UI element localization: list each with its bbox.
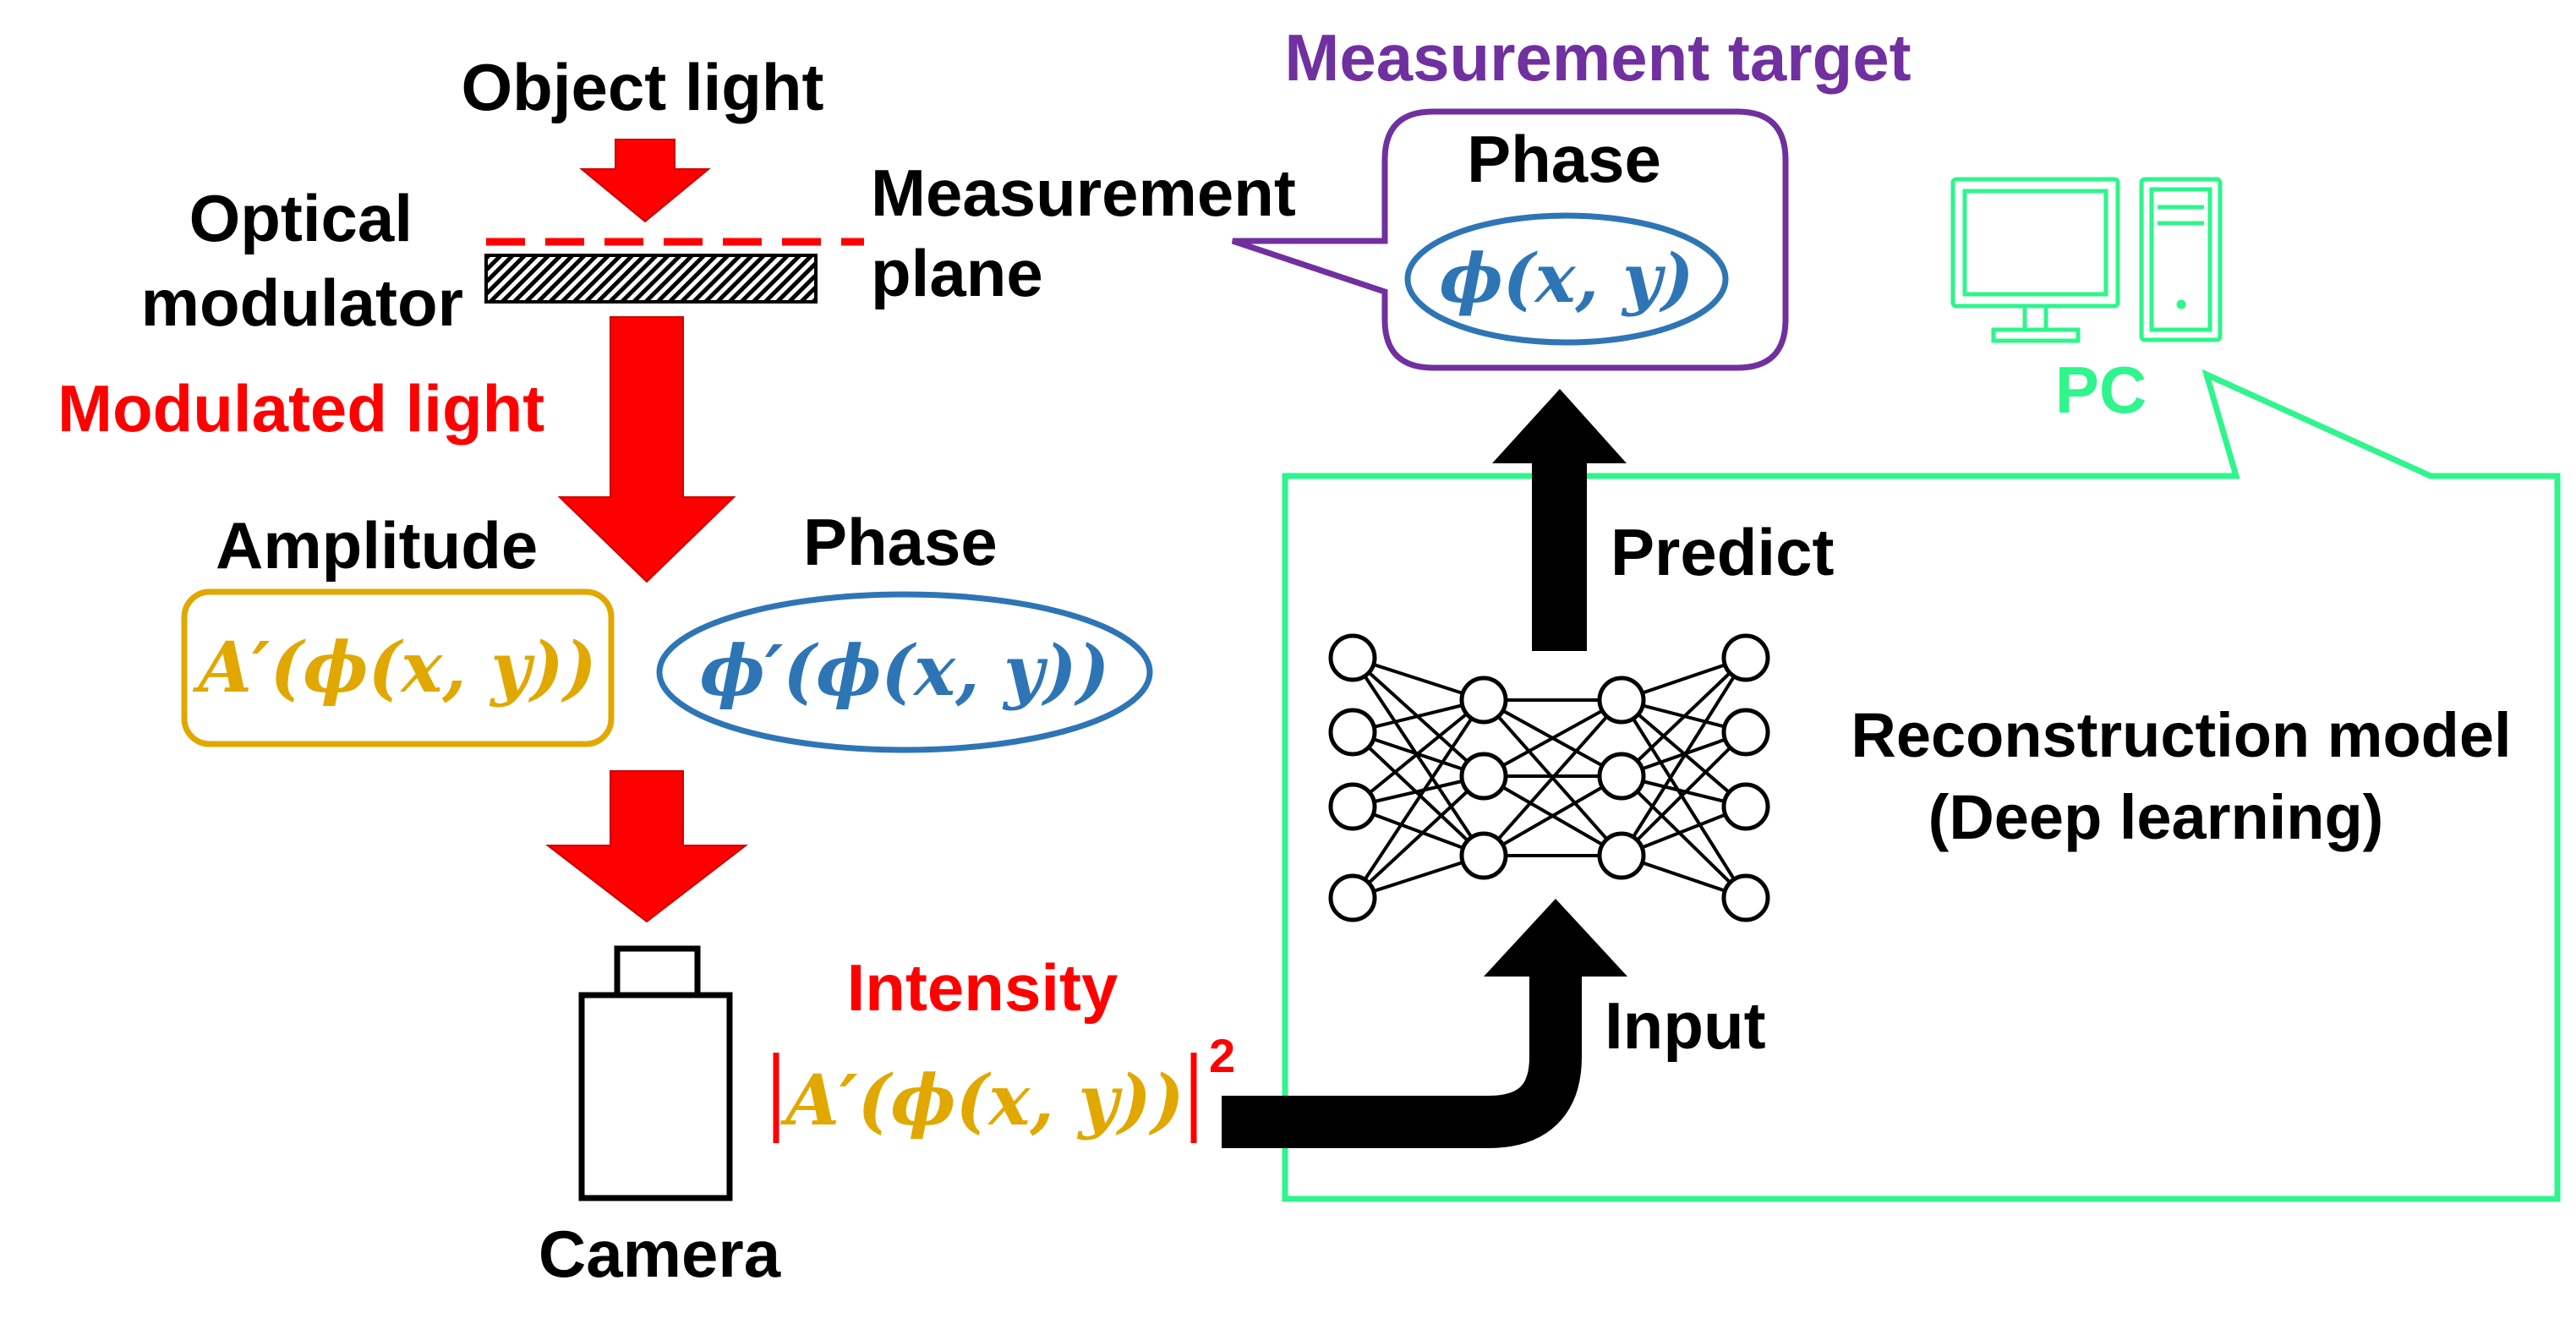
measurement-target-callout [1231,108,1789,371]
network-node [1597,676,1646,725]
modulated-light-arrow [557,316,736,583]
network-node [1459,831,1508,880]
model-label-line2: (Deep learning) [1928,782,2384,852]
network-edge [1351,698,1485,808]
measurement-plane-label-line1: Measurement [871,156,1296,230]
phase-left-label: Phase [803,505,998,579]
pc-label: PC [2055,353,2147,427]
network-node [1328,708,1377,757]
intensity-exponent: 2 [1209,1029,1235,1082]
network-edge [1483,698,1622,778]
modulated-light-label: Modulated light [57,371,544,446]
phase-expression: ϕ′(ϕ(x, y)) [700,631,1110,712]
network-node [1328,782,1377,831]
object-light-arrow [579,139,711,223]
camera-icon [578,945,733,1201]
amplitude-expression: A′(ϕ(x, y)) [192,627,596,709]
network-node [1597,831,1646,880]
optical-modulator [484,254,818,304]
target-phase-ellipse [1404,212,1729,346]
network-node [1597,752,1646,801]
network-node [1721,633,1770,682]
network-edge [1351,774,1485,900]
object-light-label: Object light [462,50,824,124]
network-node [1328,633,1377,682]
network-node [1459,676,1508,725]
tower-icon [2139,177,2223,342]
amplitude-box [181,588,615,747]
input-label: Input [1605,988,1766,1063]
network-edge [1351,698,1485,900]
network-edge [1620,698,1747,900]
intensity-label: Intensity [847,950,1118,1025]
measurement-plane-label-line2: plane [871,236,1043,310]
input-arrow [1222,899,1627,1148]
amplitude-label: Amplitude [216,508,538,583]
to-camera-arrow [545,770,748,923]
intensity-expression: A′(ϕ(x, y)) 2 [773,1029,1235,1143]
network-edge [1483,774,1622,857]
network-node [1721,782,1770,831]
monitor-icon [1950,177,2120,343]
target-phase-expression: ϕ(x, y) [1440,238,1694,318]
phase-ellipse [656,591,1153,753]
predict-arrow [1492,389,1627,651]
network-node [1459,752,1508,801]
network-node [1721,873,1770,922]
network-edge [1620,774,1747,900]
optical-modulator-label-line1: Optical [189,181,413,255]
model-label-line1: Reconstruction model [1851,700,2511,770]
network-node [1721,708,1770,757]
network-edge [1482,698,1623,857]
network-edge [1620,656,1747,778]
intensity-inner-expression: A′(ϕ(x, y)) [779,1060,1184,1141]
network-edge [1351,730,1485,857]
network-edge [1620,656,1747,857]
camera-label: Camera [539,1217,781,1291]
pc-callout-box [1282,369,2561,1202]
neural-network-icon [1328,633,1770,922]
optical-modulator-label-line2: modulator [141,265,463,340]
network-node [1328,873,1377,922]
network-edge [1351,656,1485,857]
predict-label: Predict [1611,515,1834,589]
measurement-target-label: Measurement target [1284,20,1911,95]
network-edge [1620,730,1747,857]
phase-target-label: Phase [1467,122,1661,196]
